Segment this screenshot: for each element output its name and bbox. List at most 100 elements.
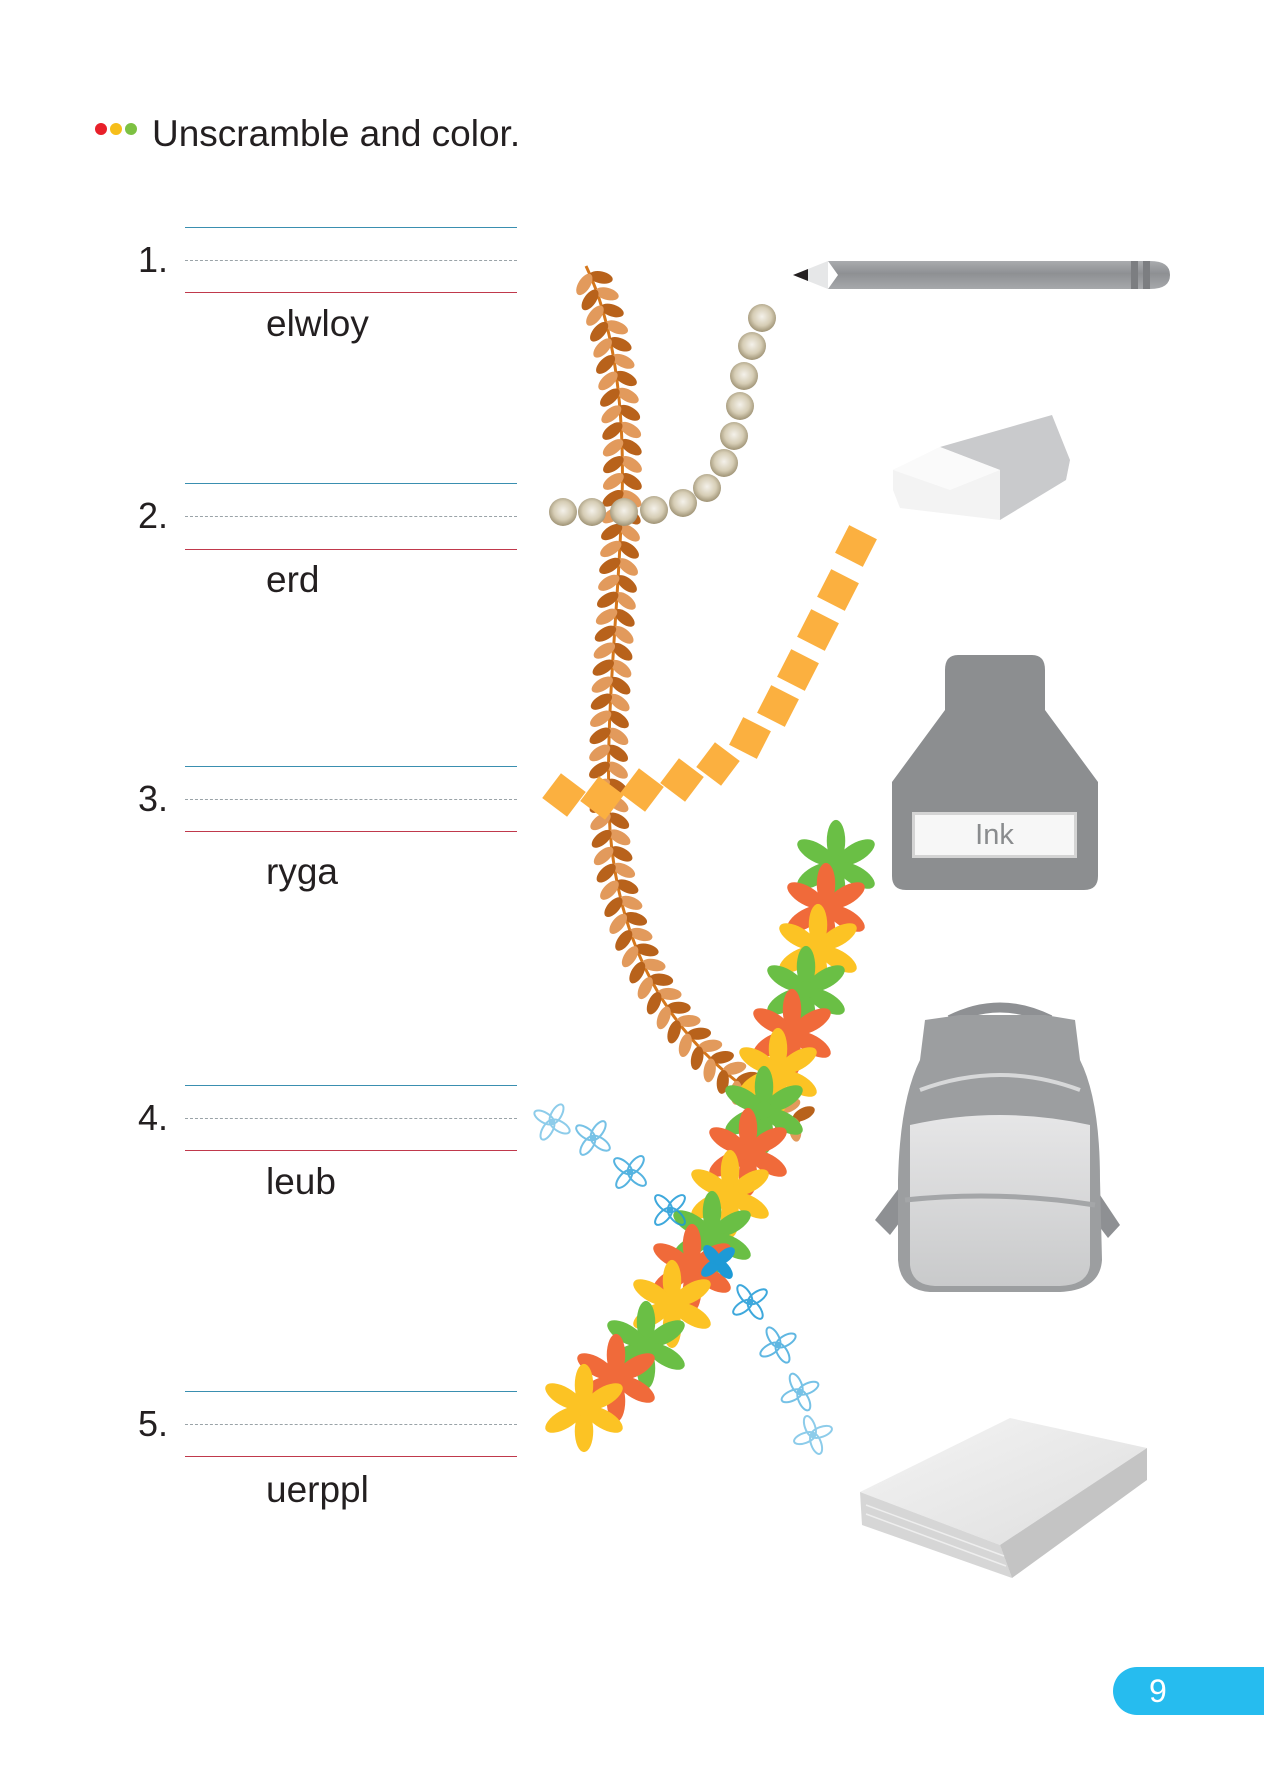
leaf — [576, 273, 593, 296]
writing-line-top[interactable] — [185, 483, 517, 484]
leaf — [589, 744, 611, 762]
leaf — [607, 761, 628, 779]
pearl — [669, 489, 697, 517]
leaf — [618, 541, 639, 559]
leaf — [623, 911, 648, 926]
writing-line-top[interactable] — [185, 1085, 517, 1086]
pearl — [720, 422, 748, 450]
leaf — [759, 1100, 772, 1125]
writing-line-bottom[interactable] — [185, 1456, 517, 1457]
leaf — [637, 977, 653, 1000]
leaf — [610, 846, 633, 862]
ribbon-diamond — [620, 768, 664, 812]
pearl — [549, 498, 577, 526]
leaf — [591, 676, 613, 693]
blue-flower — [793, 1415, 833, 1455]
blue-flower-chain-decoration — [533, 1103, 833, 1455]
pearl-chain-decoration — [549, 304, 776, 526]
flower — [653, 1223, 731, 1313]
scrambled-word: ryga — [266, 851, 338, 892]
writing-line-bottom[interactable] — [185, 292, 517, 293]
green-dot — [125, 123, 137, 135]
leaf — [656, 1006, 671, 1030]
leaf — [616, 575, 637, 593]
scrambled-word: elwloy — [266, 303, 369, 344]
leaf — [710, 1051, 734, 1064]
leaf — [589, 778, 610, 796]
writing-line-top[interactable] — [185, 1391, 517, 1392]
ribbon-diamond — [817, 569, 859, 611]
leaf — [649, 973, 674, 986]
blue-flower — [759, 1326, 797, 1364]
writing-line-middle[interactable] — [185, 799, 517, 800]
ribbon-diamond — [542, 773, 586, 817]
leaf — [600, 388, 620, 407]
leaf — [792, 1106, 815, 1122]
page-number-badge: 9 — [1113, 1667, 1264, 1715]
leaf — [635, 943, 659, 957]
pearl — [730, 362, 758, 390]
ribbon-diamond — [580, 776, 624, 820]
leaf — [614, 609, 635, 627]
flower — [797, 819, 875, 909]
leaf — [597, 591, 619, 608]
exercise-number: 1. — [138, 239, 169, 280]
pearl — [640, 496, 668, 524]
writing-line-middle[interactable] — [185, 1118, 517, 1119]
leaf — [601, 506, 624, 524]
leaf — [596, 863, 616, 883]
ribbon-zigzag-decoration — [542, 525, 877, 820]
leaf — [687, 1027, 712, 1040]
ink-label: Ink — [912, 812, 1077, 858]
yellow-dot — [110, 123, 122, 135]
leaf — [608, 829, 631, 846]
leaf — [591, 829, 612, 848]
leaf — [600, 880, 619, 900]
flower — [633, 1259, 711, 1349]
leaf — [618, 404, 641, 421]
scrambled-word: leub — [266, 1161, 336, 1202]
writing-line-bottom[interactable] — [185, 831, 517, 832]
writing-line-middle[interactable] — [185, 516, 517, 517]
leaf — [641, 958, 666, 972]
pearl — [693, 474, 721, 502]
leaf — [607, 812, 630, 829]
ribbon-diamond — [660, 758, 704, 802]
exercise-number: 2. — [138, 495, 169, 536]
leaf — [586, 305, 604, 326]
writing-line-top[interactable] — [185, 766, 517, 767]
blue-flower — [701, 1245, 735, 1279]
leaf — [667, 1020, 681, 1044]
leaf — [603, 456, 624, 474]
page-number: 9 — [1149, 1673, 1167, 1709]
ribbon-diamond — [696, 742, 740, 786]
leaf — [590, 693, 613, 710]
leaf — [595, 287, 619, 301]
backpack-picture — [875, 1002, 1120, 1292]
scrambled-word: erd — [266, 559, 320, 600]
leaf — [615, 930, 633, 951]
leaf — [612, 353, 635, 369]
writing-line-bottom[interactable] — [185, 549, 517, 550]
leaf — [608, 710, 629, 729]
leaf — [600, 540, 622, 558]
book-picture — [860, 1418, 1147, 1578]
leaf — [763, 1090, 787, 1105]
leaf — [602, 473, 624, 490]
leaf — [610, 676, 631, 695]
leaf — [777, 1098, 801, 1114]
leaf — [620, 490, 642, 508]
flower — [787, 862, 865, 952]
writing-line-bottom[interactable] — [185, 1150, 517, 1151]
writing-line-top[interactable] — [185, 227, 517, 228]
leaf — [602, 439, 624, 457]
leaf — [589, 270, 613, 284]
leaf — [581, 289, 599, 311]
leaf — [600, 303, 624, 318]
leaf — [590, 321, 609, 342]
writing-line-middle[interactable] — [185, 260, 517, 261]
writing-line-middle[interactable] — [185, 1424, 517, 1425]
leaf — [609, 913, 628, 934]
leaf — [589, 761, 610, 779]
leaf — [678, 1033, 692, 1058]
